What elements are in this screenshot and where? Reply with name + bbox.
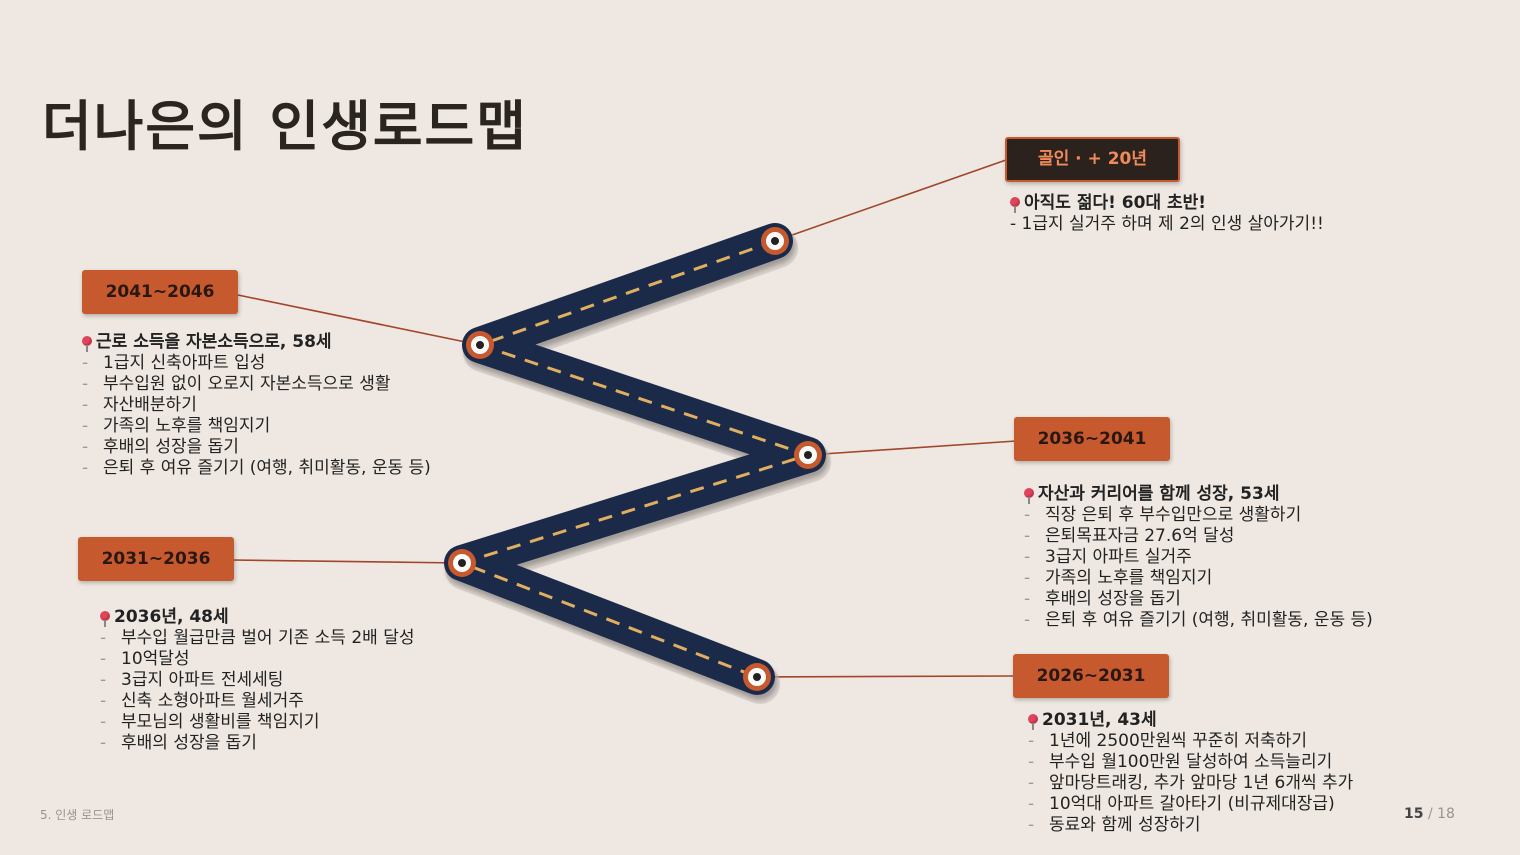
list-item: -후배의 성장을 돕기 <box>1024 589 1181 609</box>
list-item: -1년에 2500만원씩 꾸준히 저축하기 <box>1028 731 1307 751</box>
milestone-goal-head: 아직도 젊다! 60대 초반! <box>1010 193 1324 214</box>
list-item: -후배의 성장을 돕기 <box>100 733 257 753</box>
list-item: - 1급지 실거주 하며 제 2의 인생 살아가기!! <box>1010 214 1324 234</box>
list-item: -10억달성 <box>100 649 190 669</box>
milestone-2036-head: 자산과 커리어를 함께 성장, 53세 <box>1024 484 1373 505</box>
node-2041 <box>466 331 494 359</box>
list-item: -은퇴 후 여유 즐기기 (여행, 취미활동, 운동 등) <box>1024 610 1373 630</box>
list-item: -부수입 월급만큼 벌어 기존 소득 2배 달성 <box>100 628 415 648</box>
list-item: -자산배분하기 <box>82 395 197 415</box>
list-item: -동료와 함께 성장하기 <box>1028 815 1201 835</box>
list-item: -3급지 아파트 실거주 <box>1024 547 1192 567</box>
milestone-tag-goal: 골인 · + 20년 <box>1005 137 1180 182</box>
page-indicator: 15 / 18 <box>1404 806 1455 822</box>
list-item: -은퇴 후 여유 즐기기 (여행, 취미활동, 운동 등) <box>82 458 431 478</box>
pin-icon <box>82 335 92 352</box>
node-2036 <box>794 441 822 469</box>
milestone-2026-head: 2031년, 43세 <box>1028 710 1353 731</box>
milestone-2041-head: 근로 소득을 자본소득으로, 58세 <box>82 332 431 353</box>
list-item: -부모님의 생활비를 책임지기 <box>100 712 320 732</box>
list-item: -직장 은퇴 후 부수입만으로 생활하기 <box>1024 505 1302 525</box>
milestone-tag-2041: 2041~2046 <box>82 270 238 314</box>
page-title: 더나은의 인생로드맵 <box>42 95 528 158</box>
milestone-2036: 자산과 커리어를 함께 성장, 53세 -직장 은퇴 후 부수입만으로 생활하기… <box>1024 484 1373 631</box>
pin-icon <box>1010 196 1020 213</box>
list-item: -부수입 월100만원 달성하여 소득늘리기 <box>1028 752 1333 772</box>
milestone-2031-head: 2036년, 48세 <box>100 607 414 628</box>
pin-icon <box>100 610 110 627</box>
node-2026 <box>743 663 771 691</box>
milestone-tag-2036: 2036~2041 <box>1014 417 1170 461</box>
node-2031 <box>448 549 476 577</box>
connector-lines <box>231 159 1017 678</box>
list-item: -10억대 아파트 갈아타기 (비규제대장급) <box>1028 794 1335 814</box>
list-item: -후배의 성장을 돕기 <box>82 437 239 457</box>
pin-icon <box>1024 487 1034 504</box>
road-nodes <box>448 227 822 691</box>
list-item: -1급지 신축아파트 입성 <box>82 353 266 373</box>
list-item: -가족의 노후를 책임지기 <box>1024 568 1213 588</box>
list-item: -부수입원 없이 오로지 자본소득으로 생활 <box>82 374 391 394</box>
milestone-tag-2026: 2026~2031 <box>1013 654 1169 698</box>
list-item: -신축 소형아파트 월세거주 <box>100 691 304 711</box>
pin-icon <box>1028 713 1038 730</box>
node-goal <box>761 227 789 255</box>
total-pages: 18 <box>1437 806 1455 822</box>
milestone-goal: 아직도 젊다! 60대 초반! - 1급지 실거주 하며 제 2의 인생 살아가… <box>1010 193 1324 235</box>
list-item: -은퇴목표자금 27.6억 달성 <box>1024 526 1235 546</box>
milestone-tag-2031: 2031~2036 <box>78 537 234 581</box>
milestone-2031: 2036년, 48세 -부수입 월급만큼 벌어 기존 소득 2배 달성 -10억… <box>100 607 414 754</box>
list-item: -3급지 아파트 전세세팅 <box>100 670 284 690</box>
list-item: -앞마당트래킹, 추가 앞마당 1년 6개씩 추가 <box>1028 773 1354 793</box>
page-separator: / <box>1427 806 1433 822</box>
milestone-2041: 근로 소득을 자본소득으로, 58세 -1급지 신축아파트 입성 -부수입원 없… <box>82 332 431 479</box>
current-page: 15 <box>1404 806 1424 822</box>
milestone-2026: 2031년, 43세 -1년에 2500만원씩 꾸준히 저축하기 -부수입 월1… <box>1028 710 1353 836</box>
list-item: -가족의 노후를 책임지기 <box>82 416 271 436</box>
section-label: 5. 인생 로드맵 <box>40 808 115 822</box>
